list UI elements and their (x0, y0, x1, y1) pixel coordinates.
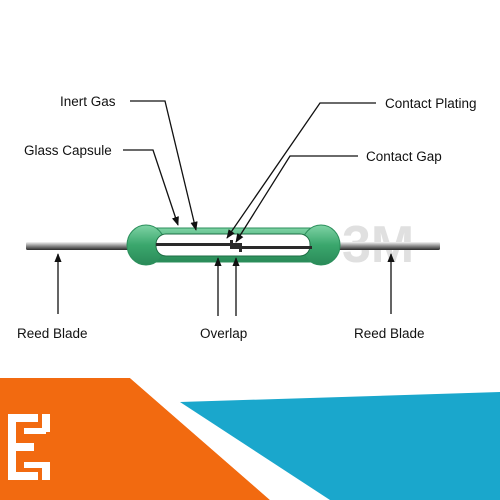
contact-tip-left (230, 240, 233, 249)
reed-blade-right-wire (322, 242, 440, 250)
band-blue (180, 392, 500, 500)
label-glass-capsule: Glass Capsule (24, 143, 112, 158)
label-contact-gap: Contact Gap (366, 149, 442, 164)
contact-tip-right (239, 243, 242, 252)
label-reed-blade-right: Reed Blade (354, 326, 425, 341)
leader-contact-gap (235, 155, 358, 243)
leader-glass-capsule (123, 149, 179, 226)
leader-inert-gas (130, 100, 198, 231)
label-contact-plating: Contact Plating (385, 96, 477, 111)
brand-logo-icon (8, 414, 50, 480)
label-inert-gas: Inert Gas (60, 94, 116, 109)
band-orange (0, 378, 270, 500)
leader-contact-plating (226, 102, 376, 239)
label-overlap: Overlap (200, 326, 247, 341)
bottom-band (0, 378, 500, 500)
reed-blade-left-wire (26, 242, 146, 250)
inner-blade-right (232, 246, 312, 249)
inner-blade-left (156, 243, 242, 246)
label-reed-blade-left: Reed Blade (17, 326, 88, 341)
